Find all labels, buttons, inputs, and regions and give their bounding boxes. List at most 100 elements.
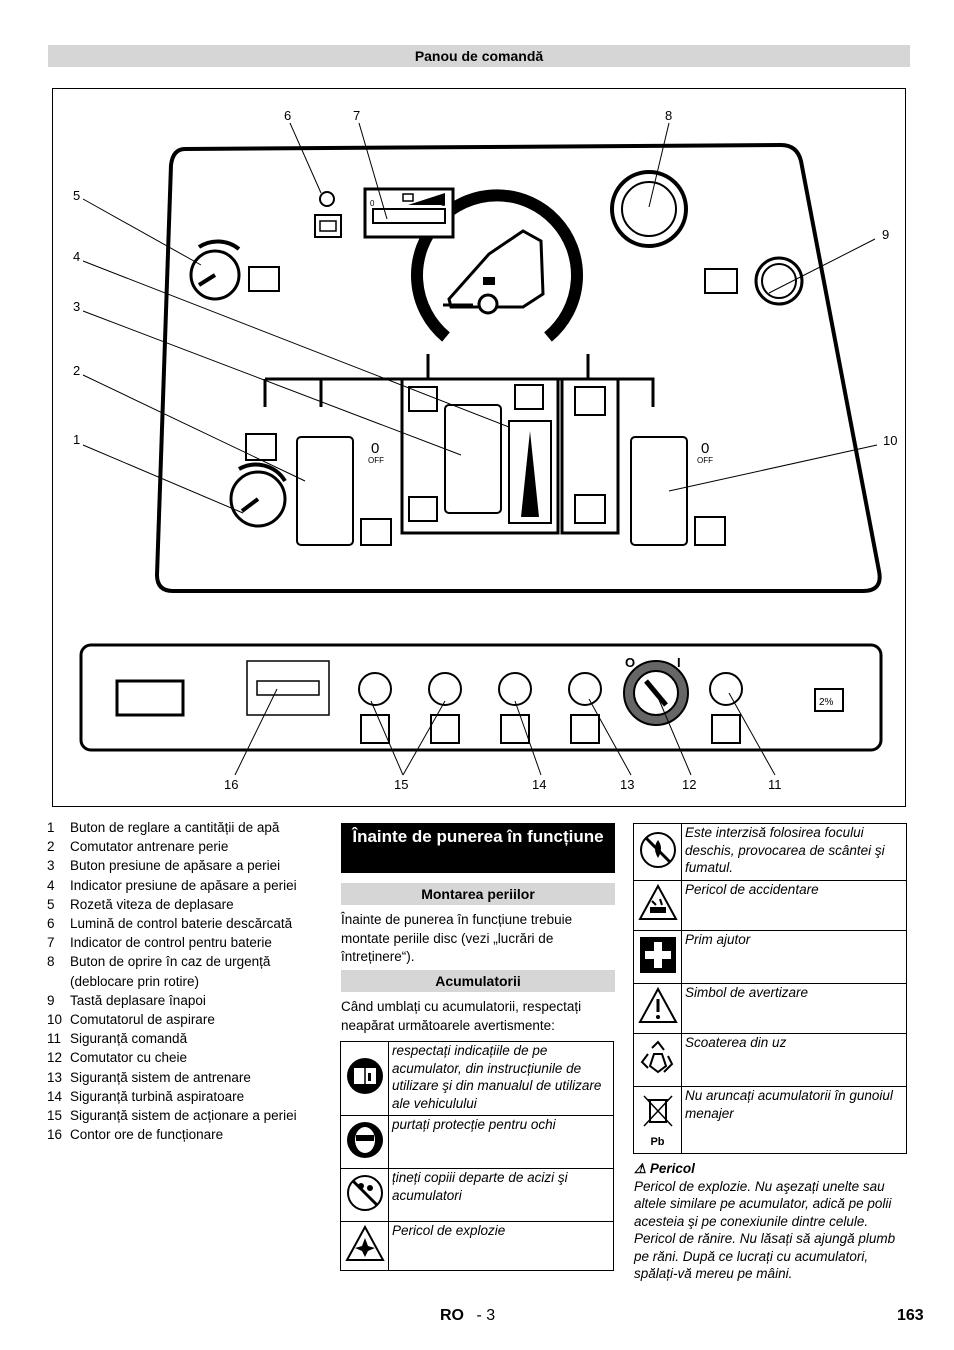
warning-row: Pb Nu aruncați acumulatorii în gunoiul me… bbox=[633, 1086, 907, 1154]
legend-text: Buton de reglare a cantității de apă bbox=[70, 820, 280, 835]
legend-text: Lumină de control baterie descărcată bbox=[70, 916, 293, 932]
legend-number: 14 bbox=[47, 1088, 63, 1104]
danger-title: Pericol bbox=[649, 1161, 695, 1176]
callout-7: 7 bbox=[353, 108, 361, 123]
callout-6: 6 bbox=[284, 108, 292, 123]
warning-text: țineți copiii departe de acizi şi acumul… bbox=[388, 1168, 614, 1222]
brush-drive-switch bbox=[296, 436, 354, 546]
section-header-control-panel: Panou de comandă bbox=[48, 45, 910, 67]
legend-number: 7 bbox=[47, 935, 55, 951]
legend-number: 9 bbox=[47, 992, 55, 1008]
legend-text: Siguranță comandă bbox=[70, 1031, 188, 1047]
legend-number: 5 bbox=[47, 896, 55, 912]
manual-info-icon bbox=[340, 1041, 389, 1116]
corrosive-icon bbox=[633, 880, 682, 931]
subsection-brush-mounting: Montarea periilor bbox=[341, 883, 615, 905]
brush-mounting-text: Înainte de punerea în funcțiune trebuie … bbox=[341, 912, 573, 964]
panel-label: 1 bbox=[441, 199, 446, 208]
fuse-holders bbox=[358, 672, 743, 744]
no-fire-icon bbox=[633, 823, 682, 881]
callout-1: 1 bbox=[73, 432, 81, 447]
legend-text: Comutatorul de aspirare bbox=[70, 1012, 215, 1028]
warning-text: Pericol de accidentare bbox=[681, 880, 907, 931]
warning-text: Simbol de avertizare bbox=[681, 983, 907, 1034]
battery-warnings-table-2: Este interzisă folosirea focului deschis… bbox=[633, 823, 907, 1154]
pictogram-label: Pb bbox=[650, 1136, 665, 1148]
panel-label: OFF bbox=[368, 456, 384, 465]
panel-label: I bbox=[677, 655, 681, 670]
first-aid-icon bbox=[633, 930, 682, 984]
legend-number: 4 bbox=[47, 877, 55, 893]
warning-text: respectați indicațiile de pe acumulator,… bbox=[388, 1041, 614, 1116]
danger-text: Pericol de explozie. Nu aşezați unelte s… bbox=[634, 1178, 896, 1282]
warning-row: Scoaterea din uz bbox=[633, 1033, 907, 1087]
explosion-icon bbox=[340, 1221, 389, 1271]
crossed-bin-icon: Pb bbox=[633, 1086, 682, 1154]
section-title-before-start: Înainte de punerea în funcțiune bbox=[341, 823, 615, 873]
danger-notice: ⚠ Pericol Pericol de explozie. Nu aşezaț… bbox=[634, 1160, 906, 1283]
lower-panel-outline bbox=[79, 643, 883, 752]
legend-text: Buton presiune de apăsare a periei bbox=[70, 858, 281, 874]
footer-page-number: 163 bbox=[897, 1307, 924, 1324]
footer-lang: RO bbox=[440, 1307, 464, 1324]
legend-text: Contor ore de funcționare bbox=[70, 1127, 224, 1143]
legend-text: Siguranță turbină aspiratoare bbox=[70, 1088, 245, 1104]
panel-label: OFF bbox=[697, 456, 713, 465]
upper-panel-outline bbox=[154, 142, 882, 593]
warning-row: Pericol de accidentare bbox=[633, 880, 907, 931]
batteries-intro-text: Când umblați cu acumulatorii, respectați… bbox=[341, 999, 582, 1033]
machine-symbol bbox=[447, 229, 545, 309]
warning-row: respectați indicațiile de pe acumulator,… bbox=[340, 1041, 614, 1116]
warning-row: țineți copiii departe de acizi şi acumul… bbox=[340, 1168, 614, 1222]
callout-4: 4 bbox=[73, 249, 81, 264]
control-panel-figure: 0 1 0 OFF bbox=[52, 88, 906, 807]
manual-warning-sticker bbox=[115, 679, 185, 717]
footer-language: RO - 3 bbox=[440, 1307, 495, 1325]
callout-11: 11 bbox=[768, 777, 782, 792]
warning-text: purtați protecție pentru ochi bbox=[388, 1115, 614, 1169]
warning-row: purtați protecție pentru ochi bbox=[340, 1115, 614, 1169]
eye-protection-icon bbox=[340, 1115, 389, 1169]
warning-triangle-icon bbox=[633, 983, 682, 1034]
central-ring bbox=[411, 189, 583, 342]
callout-12: 12 bbox=[682, 777, 697, 792]
incline-sticker bbox=[814, 688, 844, 712]
legend-item: 6 Lumină de control baterie descărcată bbox=[47, 914, 337, 933]
legend-item: 14 Siguranță turbină aspiratoare bbox=[47, 1087, 337, 1106]
battery-warnings-table-1: respectați indicațiile de pe acumulator,… bbox=[340, 1041, 614, 1271]
callout-2: 2 bbox=[73, 363, 81, 378]
callout-5: 5 bbox=[73, 188, 81, 203]
legend-text: Buton de oprire în caz de urgență (deblo… bbox=[70, 954, 271, 989]
callout-3: 3 bbox=[73, 299, 81, 314]
legend-number: 6 bbox=[47, 916, 55, 932]
panel-label: 0 bbox=[701, 440, 709, 457]
callout-10: 10 bbox=[883, 433, 898, 448]
incline-label: 2% bbox=[819, 697, 834, 708]
callout-9: 9 bbox=[882, 227, 890, 242]
callout-15: 15 bbox=[394, 777, 409, 792]
panel-label: 0 bbox=[370, 199, 375, 208]
squeegee-box bbox=[560, 377, 620, 535]
legend-number: 13 bbox=[47, 1069, 63, 1085]
warning-text: Scoaterea din uz bbox=[681, 1033, 907, 1087]
warning-row: Prim ajutor bbox=[633, 930, 907, 984]
brush-pressure-button bbox=[444, 404, 502, 514]
legend-number: 15 bbox=[47, 1108, 63, 1124]
panel-label: O bbox=[625, 655, 635, 670]
warning-text: Nu aruncați acumulatorii în gunoiul mena… bbox=[681, 1086, 907, 1154]
recycle-icon bbox=[633, 1033, 682, 1087]
warning-text: Pericol de explozie bbox=[388, 1221, 614, 1271]
warning-text: Prim ajutor bbox=[681, 930, 907, 984]
warning-row: Simbol de avertizare bbox=[633, 983, 907, 1034]
